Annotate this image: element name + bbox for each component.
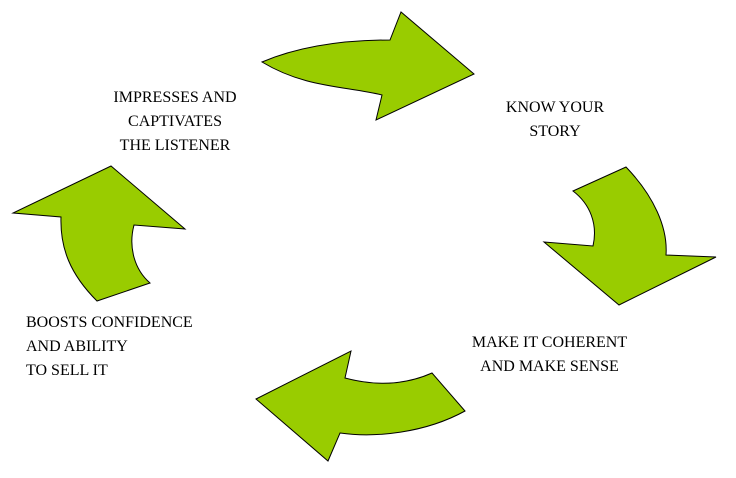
arrow-bottom-left <box>255 350 466 462</box>
label-line: KNOW YOUR <box>505 99 605 116</box>
label-line: BOOSTS CONFIDENCE <box>26 314 193 331</box>
arrow-top-right <box>260 11 475 121</box>
label-boosts-confidence: BOOSTS CONFIDENCE AND ABILITY TO SELL IT <box>26 311 236 383</box>
label-make-it-coherent: MAKE IT COHERENT AND MAKE SENSE <box>452 331 647 379</box>
label-line: AND MAKE SENSE <box>480 358 619 375</box>
label-know-your-story: KNOW YOUR STORY <box>490 96 620 144</box>
arrow-left-up <box>11 165 187 302</box>
label-line: AND ABILITY <box>26 338 128 355</box>
arrow-right-down <box>542 166 717 306</box>
label-line: MAKE IT COHERENT <box>471 334 628 351</box>
label-impresses-captivates: IMPRESSES AND CAPTIVATES THE LISTENER <box>100 86 250 158</box>
label-line: IMPRESSES AND <box>113 89 237 106</box>
label-line: THE LISTENER <box>119 137 231 154</box>
label-line: STORY <box>529 123 581 140</box>
label-line: TO SELL IT <box>26 362 108 379</box>
label-line: CAPTIVATES <box>128 113 222 130</box>
